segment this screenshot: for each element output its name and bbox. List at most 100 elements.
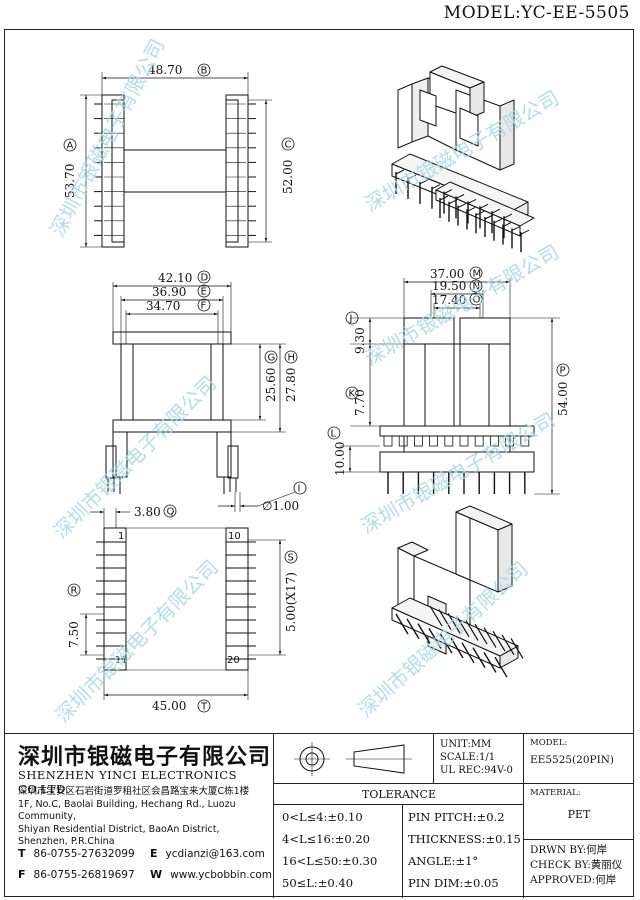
pin-slot — [429, 435, 439, 447]
svg-text:O: O — [473, 295, 481, 306]
dim-H-letter: H — [284, 350, 298, 364]
pin-1-label: 1 — [118, 531, 124, 542]
pin — [492, 630, 506, 652]
bottom-view — [80, 508, 286, 700]
dim-K-value: 7.70 — [353, 389, 367, 416]
pin-20-label: 20 — [227, 655, 240, 666]
svg-text:G: G — [268, 353, 276, 364]
svg-text:D: D — [201, 273, 209, 284]
pin — [502, 222, 512, 228]
pin — [456, 616, 470, 638]
pin-slot — [505, 435, 515, 447]
pin — [494, 656, 508, 678]
drawn-by: DRWN BY:何岸 — [530, 844, 608, 856]
dim-H-value: 27.80 — [284, 368, 298, 402]
right-flange-top — [225, 94, 249, 248]
dim-E-value: 36.90 — [152, 285, 186, 299]
address: 深圳市宝安区石岩街道罗租社区会昌路宝来大厦C栋1楼 1F, No.C, Baol… — [18, 786, 250, 847]
approval-cell: DRWN BY:何岸 CHECK BY:黄丽仪 APPROVED:何岸 — [524, 840, 634, 898]
pin — [439, 632, 453, 654]
dim-L-value: 10.00 — [333, 442, 347, 476]
pin-slot — [444, 435, 454, 447]
svg-text:F: F — [201, 301, 207, 312]
pin — [466, 206, 476, 212]
dim-P-value: 54.00 — [556, 382, 570, 416]
pin — [467, 198, 477, 204]
dim-B-letter: B — [197, 63, 211, 77]
dim-I-value: ∅1.00 — [262, 499, 299, 513]
dim-C-letter: C — [281, 137, 295, 151]
svg-text:A: A — [67, 141, 74, 152]
dim-O-value: 17.40 — [432, 293, 466, 307]
dim-T-value: 45.00 — [152, 699, 186, 713]
svg-text:J: J — [349, 314, 353, 325]
dim-F-letter: F — [197, 298, 211, 312]
dim-O-letter: O — [469, 292, 483, 306]
projection-symbol — [274, 734, 434, 784]
dim-R-letter: R — [67, 583, 81, 597]
dim-D-value: 42.10 — [158, 271, 192, 285]
pin — [484, 214, 494, 220]
pin — [475, 210, 485, 216]
front-view — [105, 282, 286, 512]
dim-T-letter: T — [197, 699, 211, 713]
technical-drawing: 48.70 B 53.70 A 52.00 C — [45, 35, 570, 728]
svg-text:L: L — [331, 429, 337, 440]
pin — [457, 203, 467, 209]
svg-text:N: N — [473, 282, 480, 293]
svg-text:E: E — [201, 287, 207, 298]
dim-L-letter: L — [327, 426, 341, 440]
svg-text:Q: Q — [167, 507, 175, 518]
pin — [429, 605, 443, 627]
pin — [395, 613, 409, 635]
svg-text:H: H — [288, 353, 296, 364]
pin-slot — [489, 435, 499, 447]
model-number: MODEL:YC-EE-5505 — [443, 3, 630, 23]
check-by: CHECK BY:黄丽仪 — [530, 859, 623, 871]
pin — [438, 609, 452, 630]
svg-text:K: K — [349, 389, 356, 400]
dim-S-value: 5.00(X17) — [284, 572, 298, 632]
pin-slot — [474, 435, 484, 447]
pin — [455, 194, 465, 199]
pin — [448, 199, 458, 205]
approved-by: APPROVED:何岸 — [530, 874, 617, 886]
top-view — [80, 72, 272, 248]
svg-text:B: B — [201, 66, 208, 77]
isometric-view-bottom — [391, 505, 524, 678]
dim-G-value: 25.60 — [264, 368, 278, 402]
dim-D-letter: D — [197, 270, 211, 284]
pin — [447, 612, 461, 634]
pin-slot — [459, 435, 469, 447]
dim-Q-letter: Q — [163, 504, 177, 518]
dim-P-letter: P — [556, 363, 570, 377]
pin — [461, 642, 475, 664]
pin — [443, 189, 453, 195]
dim-I-letter: I — [293, 481, 307, 495]
dim-S-letter: S — [284, 550, 298, 564]
pin — [395, 169, 405, 175]
pin — [520, 229, 530, 235]
dim-A-letter: A — [63, 138, 77, 152]
material-cell: MATERIAL: PET — [524, 784, 634, 840]
pin-10-label: 10 — [228, 531, 241, 542]
pin-slot — [413, 435, 423, 447]
pin — [419, 179, 429, 185]
svg-text:P: P — [560, 366, 566, 377]
dim-J-value: 9.30 — [353, 327, 367, 354]
company-cell: 深圳市银磁电子有限公司 SHENZHEN YINCI ELECTRONICS C… — [4, 734, 274, 898]
svg-text:T: T — [200, 702, 208, 713]
pin-slot — [383, 435, 393, 447]
watermarks: 深圳市银磁电子有限公司 深圳市银磁电子有限公司 深圳市银磁电子有限公司 深圳市银… — [45, 35, 563, 728]
dim-K-letter: K — [345, 386, 359, 400]
dim-G-letter: G — [264, 350, 278, 364]
pin — [503, 213, 513, 219]
svg-text:C: C — [285, 140, 292, 151]
svg-text:深圳市银磁电子有限公司: 深圳市银磁电子有限公司 — [45, 35, 169, 241]
dim-R-value: 7.50 — [67, 621, 81, 648]
svg-text:M: M — [473, 269, 482, 280]
pin — [491, 208, 501, 214]
